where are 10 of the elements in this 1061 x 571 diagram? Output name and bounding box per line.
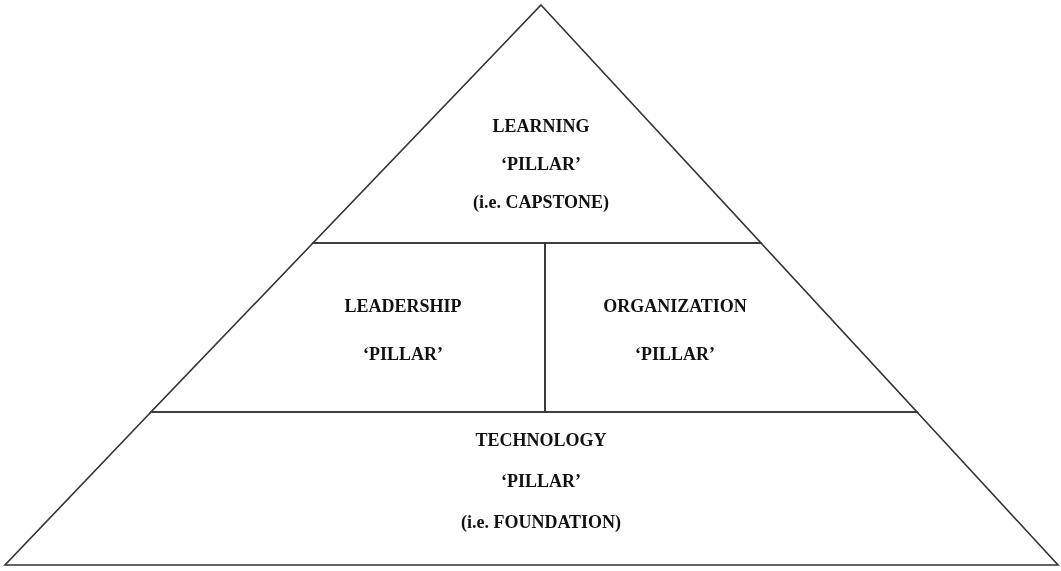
section-label: (i.e. FOUNDATION) xyxy=(460,513,622,533)
section-label: ‘PILLAR’ xyxy=(501,472,581,492)
section-label: ‘PILLAR’ xyxy=(363,345,443,365)
section-label: LEARNING xyxy=(492,117,590,137)
section-label: ‘PILLAR’ xyxy=(501,155,581,175)
section-label: ORGANIZATION xyxy=(603,297,747,317)
section-label: (i.e. CAPSTONE) xyxy=(472,193,610,213)
section-label: LEADERSHIP xyxy=(344,297,462,317)
section-label: ‘PILLAR’ xyxy=(635,345,715,365)
section-label: TECHNOLOGY xyxy=(475,431,607,451)
